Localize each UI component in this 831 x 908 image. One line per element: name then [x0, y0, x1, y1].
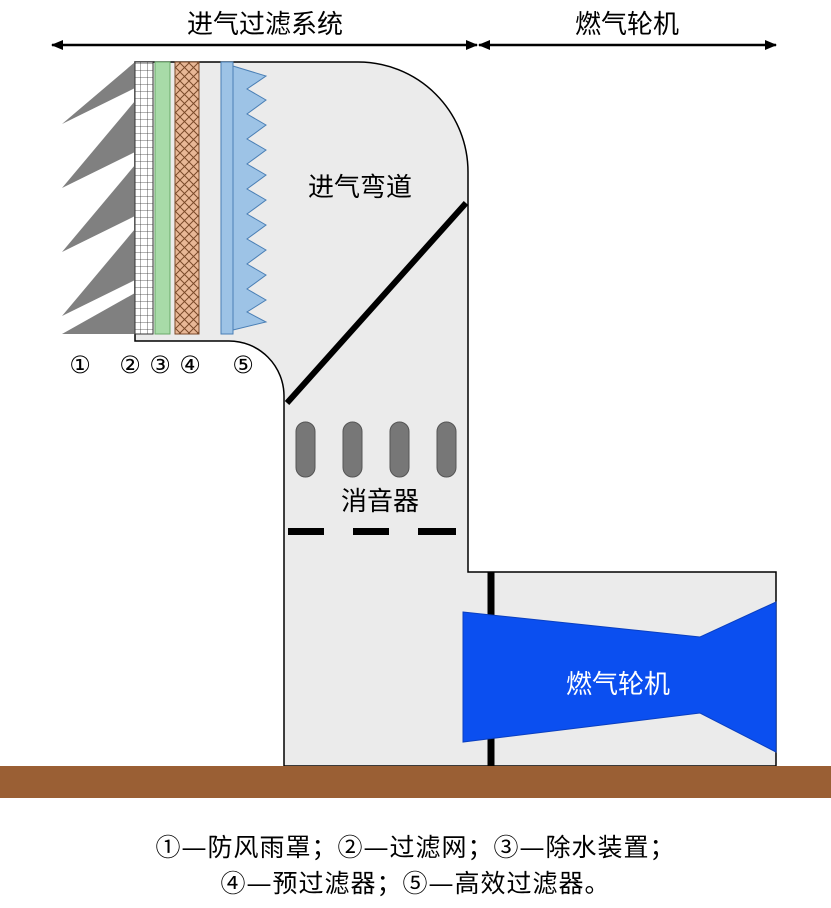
- marker-3: ③: [149, 351, 171, 379]
- legend-line-2: ④—预过滤器；⑤—高效过滤器。: [220, 869, 611, 898]
- legend-line-1: ①—防风雨罩；②—过滤网；③—除水装置；: [155, 833, 676, 862]
- turbine-label: 燃气轮机: [566, 670, 670, 700]
- weather-hood: [62, 62, 135, 334]
- silencer-dashed-line: [288, 528, 456, 535]
- demister: [154, 61, 171, 335]
- marker-5: ⑤: [232, 351, 254, 379]
- gas-turbine-title: 燃气轮机: [575, 10, 679, 40]
- gas-turbine-body: [462, 601, 777, 753]
- ground: [0, 766, 831, 798]
- hepa-filter: [220, 61, 268, 335]
- marker-1: ①: [69, 351, 91, 379]
- marker-2: ②: [119, 351, 141, 379]
- marker-4: ④: [179, 351, 201, 379]
- filter-mesh: [134, 61, 154, 335]
- intake-duct: [134, 61, 777, 767]
- silencer-baffles: [295, 421, 457, 478]
- pre-filter: [174, 61, 200, 335]
- intake-system-title: 进气过滤系统: [187, 10, 343, 40]
- silencer-label: 消音器: [341, 487, 419, 517]
- intake-bend-baffle: [284, 200, 469, 406]
- intake-bend-label: 进气弯道: [308, 173, 412, 203]
